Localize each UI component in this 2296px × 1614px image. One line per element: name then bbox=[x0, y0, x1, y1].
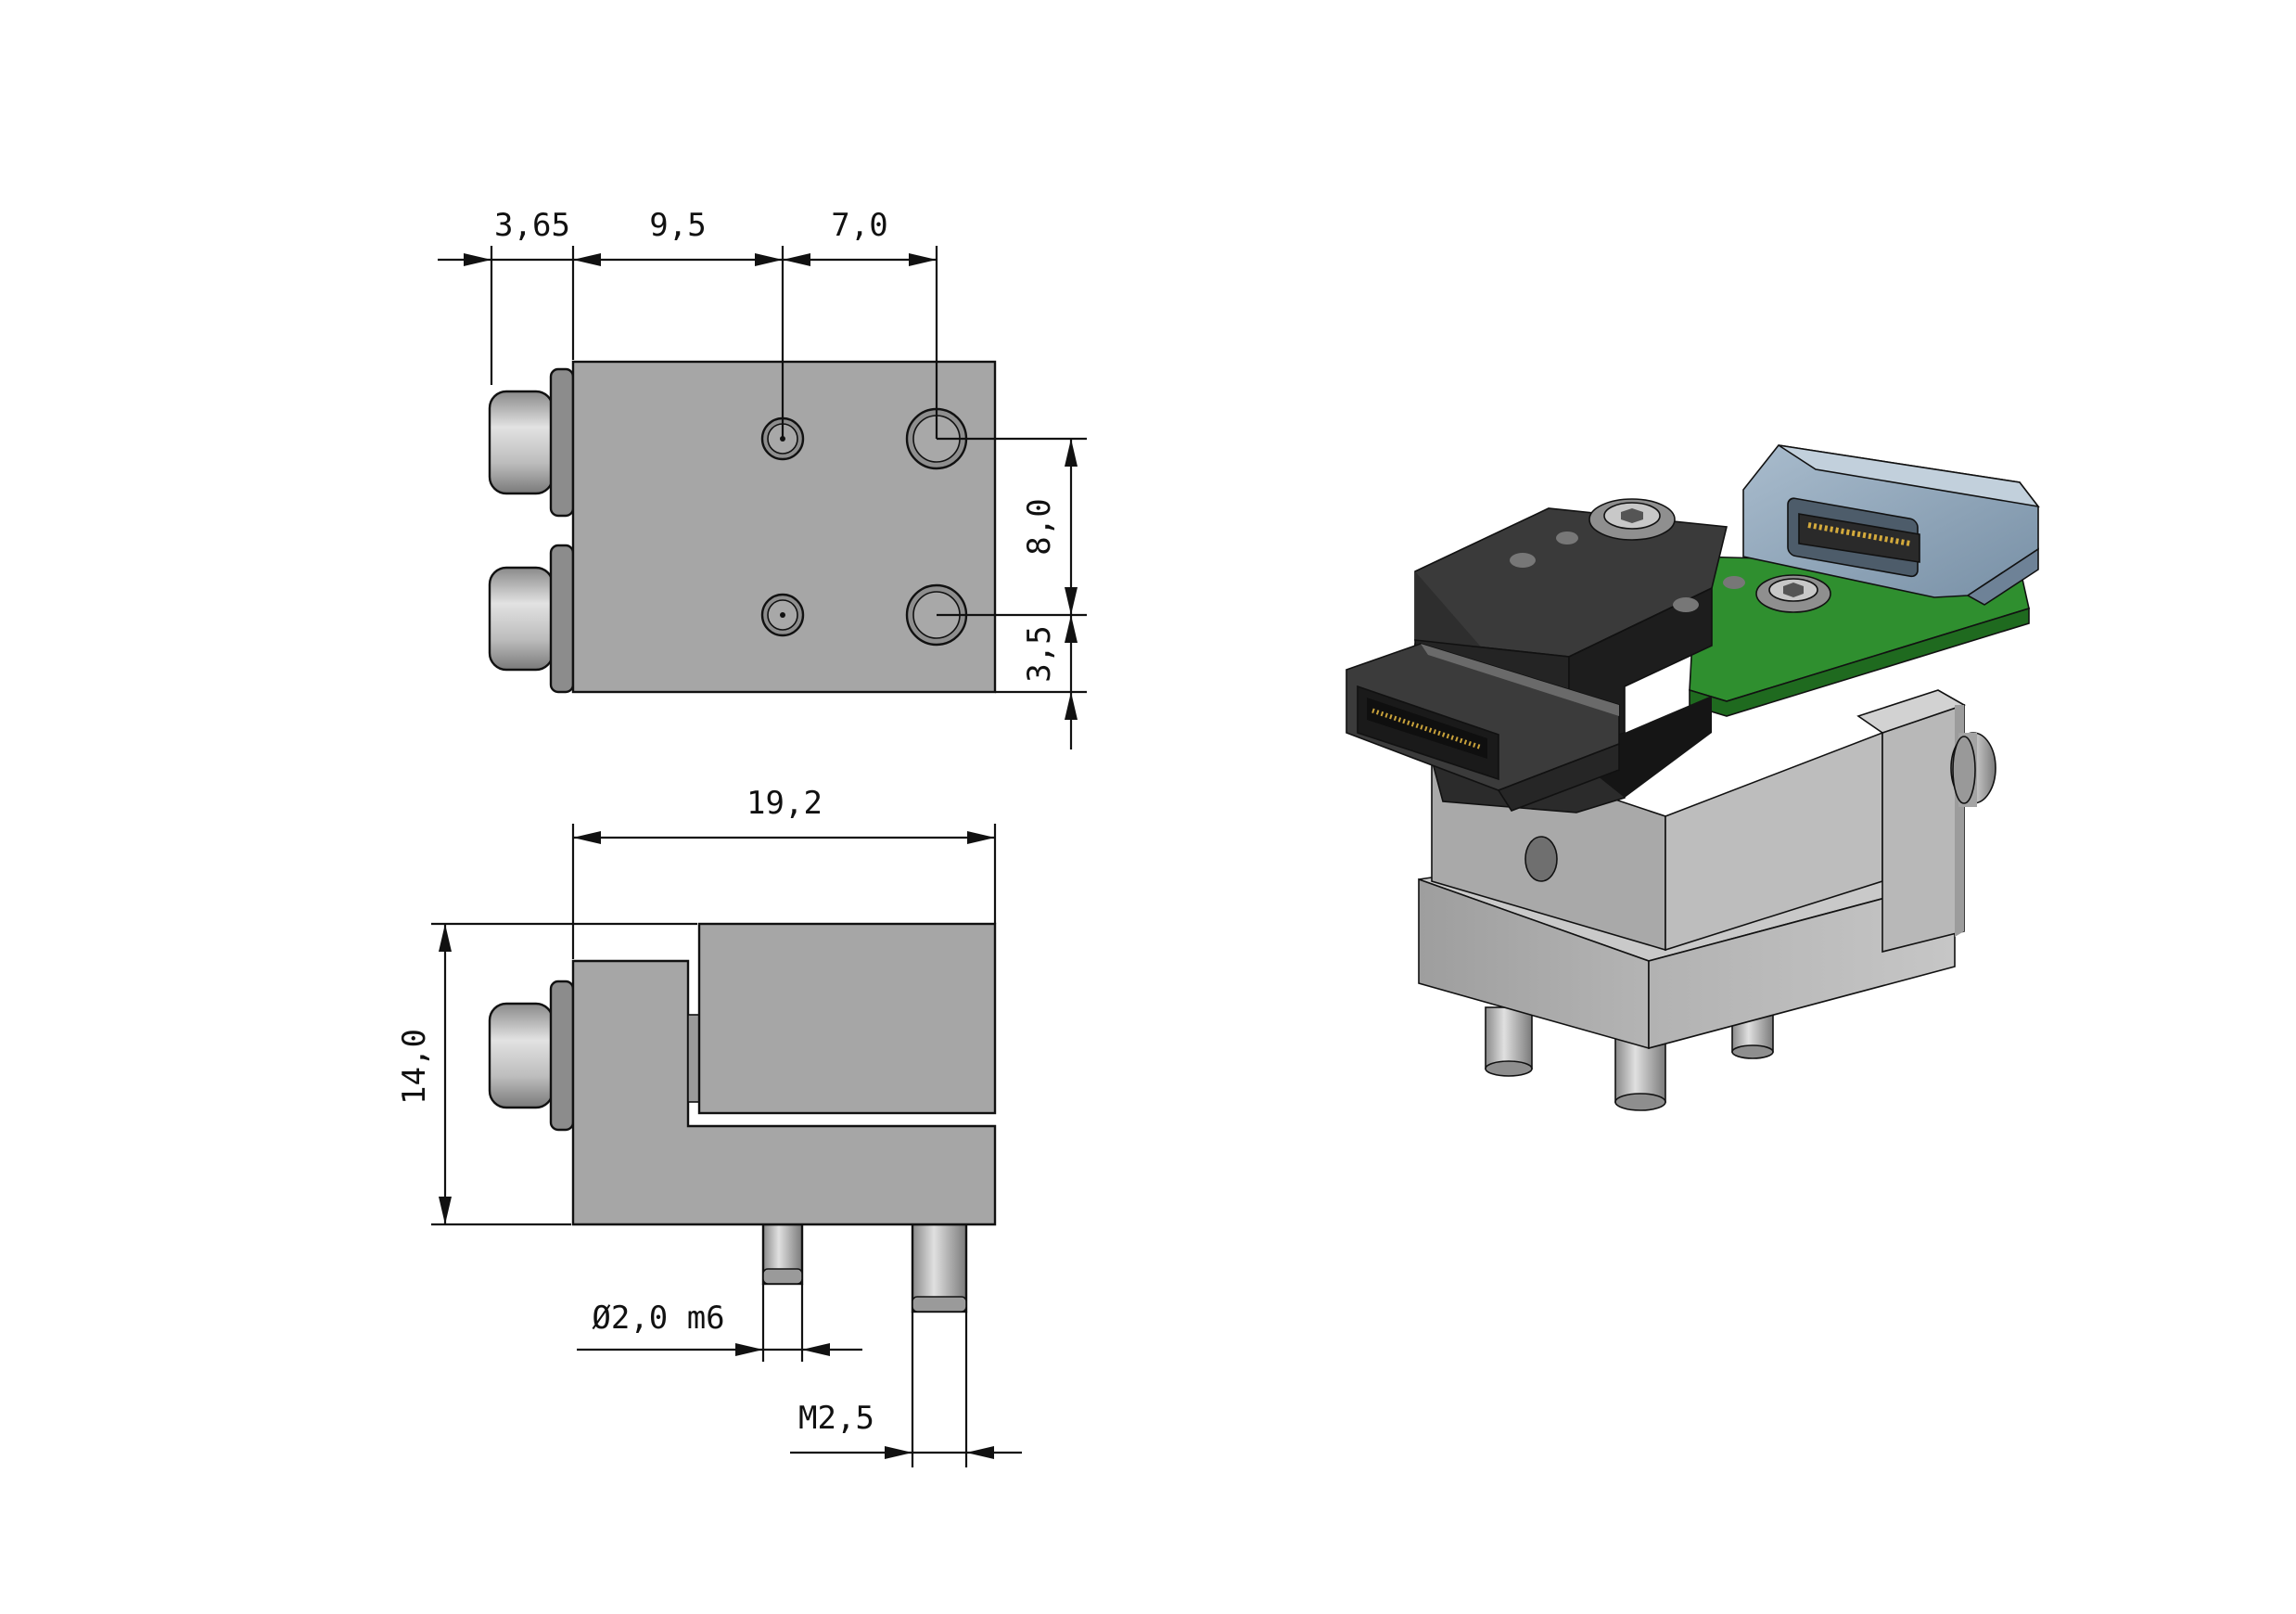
dim-8-0: 8,0 bbox=[1021, 498, 1058, 555]
alignment-pin bbox=[761, 1223, 804, 1286]
iso-side-knob bbox=[1950, 732, 1996, 807]
iso-screw-rear bbox=[1588, 498, 1676, 541]
dim-9-5: 9,5 bbox=[649, 207, 706, 244]
side-view: 19,2 14,0 Ø2,0 m6 M2,5 bbox=[396, 785, 1022, 1467]
iso-usb-pins bbox=[1807, 522, 1911, 546]
dim-thread: M2,5 bbox=[798, 1400, 874, 1437]
threaded-pin bbox=[911, 1223, 968, 1313]
iso-pin-middle bbox=[1614, 1036, 1666, 1111]
iso-plug-pins bbox=[1371, 708, 1483, 750]
dim-14-0: 14,0 bbox=[396, 1029, 433, 1105]
right-dimension-chain: 8,0 3,5 bbox=[937, 437, 1087, 749]
iso-base-right bbox=[1648, 877, 1956, 1050]
iso-front-plug bbox=[1346, 643, 1620, 812]
height-dimension: 14,0 bbox=[396, 922, 697, 1226]
iso-rear-wall-front bbox=[1881, 703, 1965, 954]
upper-block bbox=[697, 922, 997, 1115]
pin-diameter-dimension: Ø2,0 m6 bbox=[577, 1284, 862, 1362]
gap-sliver bbox=[687, 1014, 700, 1103]
dim-3-5: 3,5 bbox=[1021, 625, 1058, 682]
side-connector-stub bbox=[488, 980, 575, 1132]
iso-side-hole bbox=[1524, 836, 1558, 882]
iso-pcb-edge bbox=[1689, 607, 2030, 717]
upper-connector-stub bbox=[488, 367, 575, 518]
isometric-view bbox=[1346, 444, 2040, 1111]
iso-screw-front bbox=[1755, 574, 1831, 613]
dim-7-0: 7,0 bbox=[831, 207, 887, 244]
iso-rear-wall-top bbox=[1856, 689, 1966, 734]
thread-dimension: M2,5 bbox=[790, 1312, 1022, 1467]
iso-pin-left bbox=[1485, 1006, 1533, 1077]
dim-pin-diameter: Ø2,0 m6 bbox=[592, 1300, 724, 1337]
width-dimension: 19,2 bbox=[571, 785, 997, 959]
top-view: 3,65 9,5 7,0 8,0 3,5 bbox=[438, 207, 1087, 749]
dim-19-2: 19,2 bbox=[746, 785, 823, 822]
top-dimension-chain: 3,65 9,5 7,0 bbox=[438, 207, 938, 439]
iso-usb-connector bbox=[1742, 444, 2040, 606]
small-hole-bottom bbox=[760, 593, 805, 637]
iso-black-holes bbox=[1510, 532, 1745, 612]
lower-connector-stub bbox=[488, 544, 575, 694]
l-block bbox=[571, 959, 997, 1226]
dim-3-65: 3,65 bbox=[494, 207, 570, 244]
